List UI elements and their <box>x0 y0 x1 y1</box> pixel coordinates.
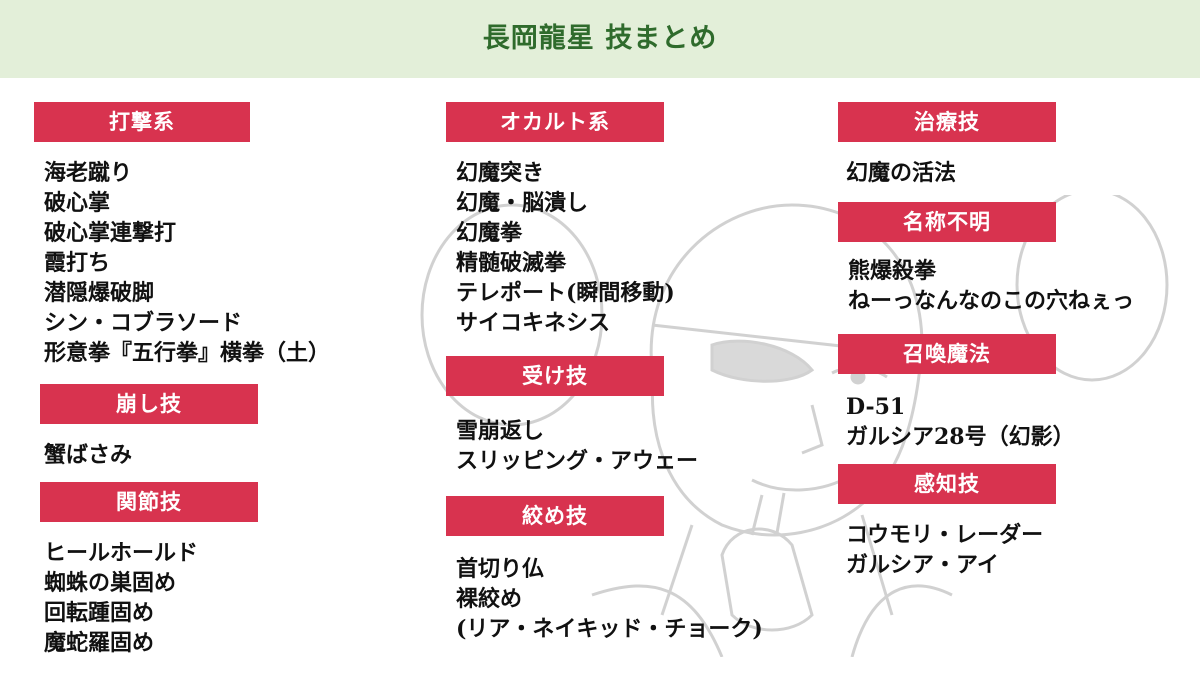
category-label-dageki: 打撃系 <box>34 102 250 142</box>
move-list-dageki: 海老蹴り 破心掌 破心掌連撃打 霞打ち 潜隠爆破脚 シン・コブラソード 形意拳『… <box>44 158 330 368</box>
list-item: D-51 <box>846 394 906 420</box>
category-label-uke: 受け技 <box>446 356 664 396</box>
list-item: 精髄破滅拳 <box>456 250 567 276</box>
category-label-kuzushi: 崩し技 <box>40 384 258 424</box>
list-item: テレポート(瞬間移動) <box>456 280 675 306</box>
list-item: ねーっなんなのこの穴ねぇっ <box>848 288 1135 314</box>
move-list-chiryou: 幻魔の活法 <box>846 158 956 188</box>
list-item: 海老蹴り <box>44 160 133 186</box>
move-list-kanchi: コウモリ・レーダー ガルシア・アイ <box>846 520 1043 580</box>
list-item: (リア・ネイキッド・チョーク) <box>456 616 763 642</box>
list-item: 潜隠爆破脚 <box>44 280 155 306</box>
category-label-kansetsu: 関節技 <box>40 482 258 522</box>
list-item: 幻魔拳 <box>456 220 523 246</box>
list-item: 裸絞め <box>456 586 523 612</box>
list-item: 雪崩返し <box>456 418 545 444</box>
category-label-shoukan: 召喚魔法 <box>838 334 1056 374</box>
move-list-meishou-fumei: 熊爆殺拳 ねーっなんなのこの穴ねぇっ <box>848 256 1134 316</box>
list-item: 蟹ばさみ <box>44 442 133 468</box>
list-item: サイコキネシス <box>456 310 611 336</box>
list-item: シン・コブラソード <box>44 310 243 336</box>
list-item: 破心掌連撃打 <box>44 220 177 246</box>
list-item: 回転踵固め <box>44 600 155 626</box>
category-label-meishou-fumei: 名称不明 <box>838 202 1056 242</box>
move-list-uke: 雪崩返し スリッピング・アウェー <box>456 416 698 476</box>
category-label-kanchi: 感知技 <box>838 464 1056 504</box>
list-item: 形意拳『五行拳』横拳（土） <box>44 340 331 366</box>
list-item: 幻魔の活法 <box>846 160 957 186</box>
list-item: ヒールホールド <box>44 540 199 566</box>
header-bar <box>0 0 1200 78</box>
move-list-shime: 首切り仏 裸絞め (リア・ネイキッド・チョーク) <box>456 554 763 644</box>
list-item: 首切り仏 <box>456 556 545 582</box>
move-list-kuzushi: 蟹ばさみ <box>44 440 132 470</box>
list-item: ガルシア28号（幻影） <box>846 424 1075 450</box>
move-list-occult: 幻魔突き 幻魔・脳潰し 幻魔拳 精髄破滅拳 テレポート(瞬間移動) サイコキネシ… <box>456 158 675 338</box>
category-label-occult: オカルト系 <box>446 102 664 142</box>
category-label-shime: 絞め技 <box>446 496 664 536</box>
list-item: 霞打ち <box>44 250 111 276</box>
list-item: コウモリ・レーダー <box>846 522 1044 548</box>
list-item: ガルシア・アイ <box>846 552 999 578</box>
list-item: 破心掌 <box>44 190 111 216</box>
list-item: 幻魔突き <box>456 160 545 186</box>
list-item: スリッピング・アウェー <box>456 448 699 474</box>
page-title: 長岡龍星 技まとめ <box>482 23 718 54</box>
move-list-shoukan: D-51 ガルシア28号（幻影） <box>846 392 1075 452</box>
list-item: 蜘蛛の巣固め <box>44 570 177 596</box>
category-label-chiryou: 治療技 <box>838 102 1056 142</box>
list-item: 幻魔・脳潰し <box>456 190 589 216</box>
move-list-kansetsu: ヒールホールド 蜘蛛の巣固め 回転踵固め 魔蛇羅固め <box>44 538 198 658</box>
list-item: 魔蛇羅固め <box>44 630 155 656</box>
list-item: 熊爆殺拳 <box>848 258 937 284</box>
